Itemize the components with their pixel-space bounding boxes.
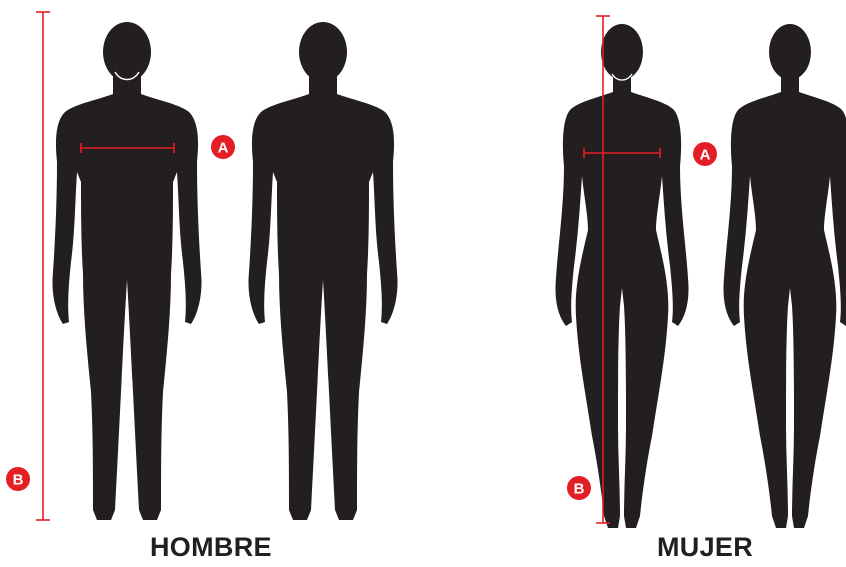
male-height-marker-letter: B <box>13 472 24 489</box>
female-height-marker-letter: B <box>574 481 585 498</box>
female-front-figure <box>555 24 688 528</box>
male-height-measure-line <box>36 12 50 520</box>
male-group-label: HOMBRE <box>150 532 272 563</box>
male-front-figure <box>52 22 201 520</box>
male-chest-marker-letter: A <box>218 140 229 157</box>
female-height-marker-badge: B <box>567 476 591 500</box>
female-chest-marker-letter: A <box>700 147 711 164</box>
female-back-figure <box>723 24 846 528</box>
female-group-label: MUJER <box>657 532 753 563</box>
female-chest-marker-badge: A <box>693 142 717 166</box>
male-height-marker-badge: B <box>6 467 30 491</box>
male-back-figure <box>248 22 397 520</box>
male-chest-marker-badge: A <box>211 135 235 159</box>
